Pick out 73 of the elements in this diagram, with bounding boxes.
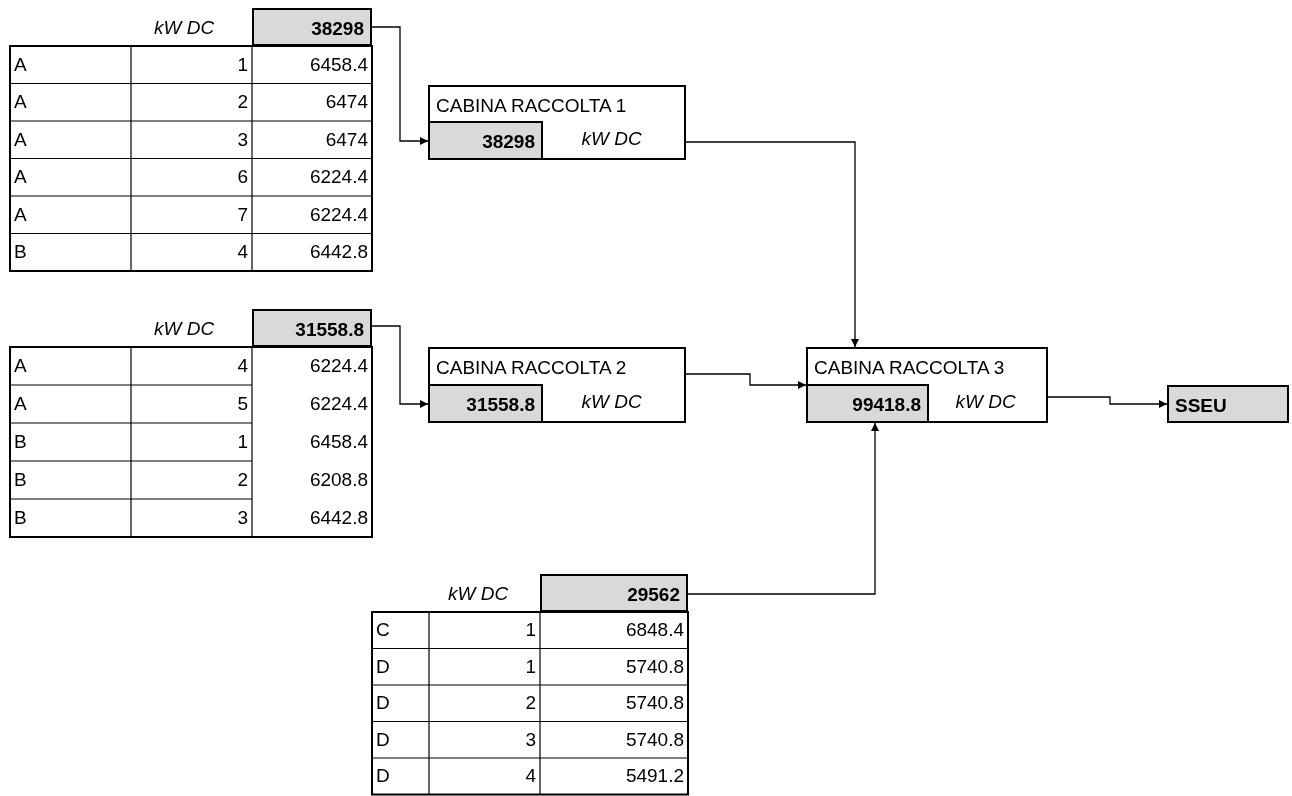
table-cell: D: [376, 729, 390, 750]
table-cell-text: 5740.8: [624, 656, 684, 677]
table-cell: B: [14, 508, 27, 528]
table-cell: B: [14, 242, 27, 263]
table-cell-text: 6848.4: [624, 620, 684, 641]
cabin-box: [806, 347, 1048, 423]
table-cell-text: 1: [524, 620, 536, 641]
value-cell: 38298: [430, 121, 543, 158]
table-cell-text: 4: [236, 356, 248, 376]
table-cell-text: 3: [236, 508, 248, 528]
value-cell: 99418.8: [808, 384, 929, 421]
value-cell: 31558.8: [430, 384, 543, 421]
table-cell: A: [14, 54, 27, 75]
table-cell-text: 4: [524, 766, 536, 787]
table-cell: A: [14, 204, 27, 225]
arrow: [1047, 396, 1168, 408]
table-cell-text: 2: [524, 693, 536, 714]
cabin-box: [428, 85, 686, 160]
total-cell: 38298: [252, 8, 372, 46]
table-cell-text: 6208.8: [308, 470, 368, 490]
arrow: [685, 373, 807, 389]
table-cell: A: [14, 356, 27, 376]
table-cell-text: 7: [236, 204, 248, 225]
arrow: [687, 422, 879, 595]
table-cell: B: [14, 432, 27, 452]
table-cell-text: 5491.2: [624, 766, 684, 787]
table-cell-text: 6224.4: [308, 167, 368, 188]
table-cell: A: [14, 92, 27, 113]
table-cell-text: 6442.8: [308, 508, 368, 528]
table-cell-text: 6458.4: [308, 54, 368, 75]
table-cell: D: [376, 656, 390, 677]
table-cell: D: [376, 766, 390, 787]
table-cell-text: 6458.4: [308, 432, 368, 452]
cabin-box: [428, 347, 686, 423]
table-cell-text: 3: [524, 729, 536, 750]
unit-label: kW DC: [581, 391, 642, 413]
table-cell-text: 6224.4: [308, 394, 368, 414]
table-cell-text: 1: [524, 656, 536, 677]
unit-label: kW DC: [955, 391, 1016, 413]
unit-label: kW DC: [154, 318, 215, 340]
table-cell-text: 6224.4: [308, 356, 368, 376]
table-cell-text: 4: [236, 242, 248, 263]
terminal-box: SSEU: [1167, 385, 1289, 423]
arrow: [371, 26, 429, 145]
arrow: [685, 141, 859, 348]
unit-label: kW DC: [448, 583, 509, 605]
table-cell-text: 5740.8: [624, 693, 684, 714]
arrow: [371, 325, 429, 408]
table-cell: D: [376, 693, 390, 714]
table-cell: A: [14, 129, 27, 150]
table-cell-text: 2: [236, 470, 248, 490]
table-cell-text: 1: [236, 54, 248, 75]
table-cell-text: 6474: [324, 129, 368, 150]
table-cell: A: [14, 167, 27, 188]
table-cell-text: 6442.8: [308, 242, 368, 263]
table-cell-text: 6: [236, 167, 248, 188]
table-cell-text: 5740.8: [624, 729, 684, 750]
table-cell-text: 3: [236, 129, 248, 150]
unit-label: kW DC: [581, 128, 642, 150]
cabin-title: CABINA RACCOLTA 2: [436, 357, 627, 379]
table-cell: B: [14, 470, 27, 490]
total-cell: 29562: [540, 574, 688, 612]
cabin-title: CABINA RACCOLTA 1: [436, 95, 627, 117]
unit-label: kW DC: [154, 17, 215, 39]
table-cell-text: 6474: [324, 92, 368, 113]
table-cell-text: 1: [236, 432, 248, 452]
table-cell-text: 6224.4: [308, 204, 368, 225]
cabin-title: CABINA RACCOLTA 3: [814, 357, 1005, 379]
total-cell: 31558.8: [252, 309, 372, 347]
table-cell: C: [376, 620, 390, 641]
table-cell-text: 2: [236, 92, 248, 113]
table-cell: A: [14, 394, 27, 414]
table-cell-text: 5: [236, 394, 248, 414]
